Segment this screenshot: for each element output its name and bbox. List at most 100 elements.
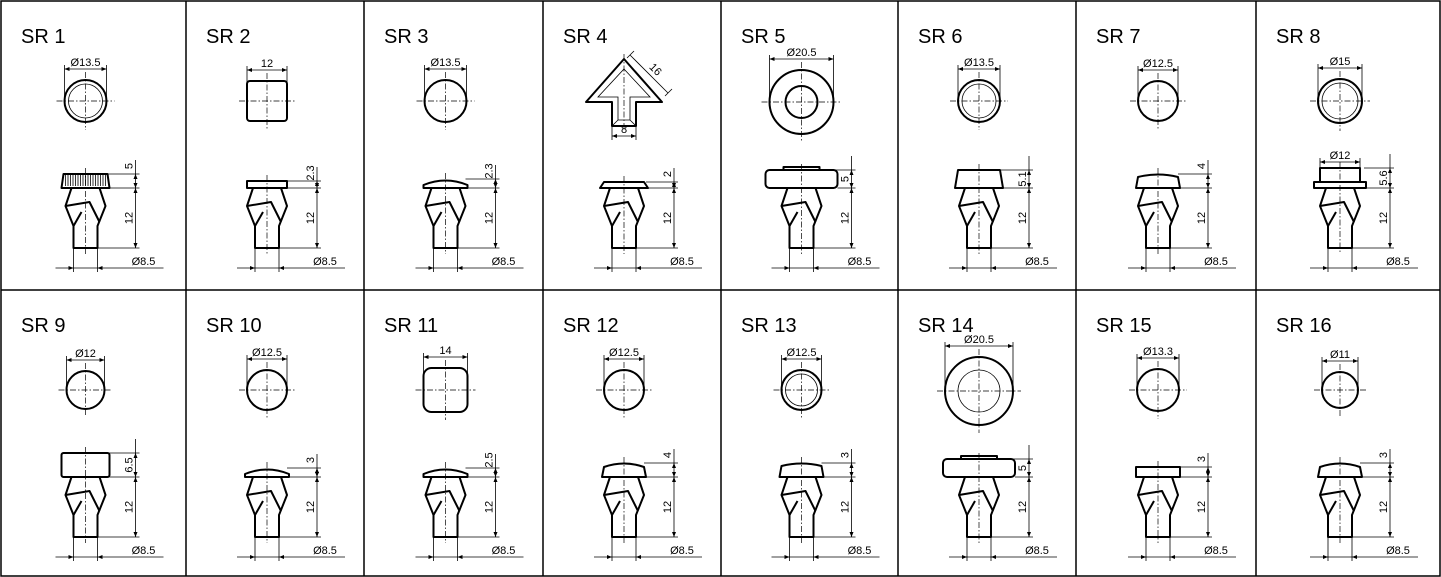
stem-facet-line <box>966 211 976 227</box>
arrowhead <box>1206 472 1210 477</box>
top-dimension-label: Ø12.5 <box>787 347 817 359</box>
top-dimension-label: Ø13.3 <box>1143 346 1173 358</box>
part-label: SR 16 <box>1276 315 1332 337</box>
cap-height-label: 4 <box>1196 163 1208 169</box>
arrowhead <box>604 357 609 361</box>
stem-diameter-label: Ø8.5 <box>1025 545 1049 557</box>
arrowhead <box>962 555 967 559</box>
arrowhead <box>1141 266 1146 270</box>
stem-diameter-label: Ø8.5 <box>848 256 872 268</box>
arrowhead <box>250 266 255 270</box>
arrowhead <box>493 183 498 188</box>
arrowhead <box>672 183 676 188</box>
part-label: SR 1 <box>21 26 65 48</box>
top-dimension-label: Ø20.5 <box>787 47 817 59</box>
stem-facet-line <box>1145 500 1155 516</box>
stem-facet-line <box>1137 201 1173 223</box>
arrowhead <box>1352 266 1357 270</box>
stem-facet-line <box>246 201 282 223</box>
arrowhead <box>945 344 950 348</box>
stem-facet-line <box>1327 500 1337 516</box>
stem-diameter-label: Ø8.5 <box>1204 256 1228 268</box>
stem-facet-line <box>72 211 83 227</box>
arrowhead <box>1206 183 1210 188</box>
cap-outline <box>422 468 469 478</box>
arrowhead <box>1027 477 1031 482</box>
arrowhead <box>424 67 430 71</box>
cap-height-label: 4 <box>662 452 674 458</box>
arrowhead <box>636 555 641 559</box>
arrowhead <box>991 555 996 559</box>
arrowhead <box>247 68 252 72</box>
arrowhead <box>1388 243 1392 248</box>
part-label: SR 10 <box>206 315 262 337</box>
stem-facet-line <box>788 500 799 516</box>
top-dimension-label: Ø12 <box>75 348 96 360</box>
part-label: SR 3 <box>384 26 428 48</box>
top-dimension-label: Ø11 <box>1330 349 1350 361</box>
arrowhead <box>133 243 138 248</box>
part-label: SR 4 <box>563 26 607 48</box>
cap-height-label: 3 <box>840 452 852 458</box>
stem-diameter-label: Ø8.5 <box>132 545 156 557</box>
top-dimension-label: Ø12.5 <box>609 347 639 359</box>
arrowhead <box>428 266 434 270</box>
arrowhead <box>1320 160 1325 164</box>
stem-diameter-label: Ø8.5 <box>1025 256 1049 268</box>
arrowhead <box>1141 555 1146 559</box>
cap-height-label: 3 <box>1378 452 1390 458</box>
stem-facet-line <box>958 490 994 512</box>
part-label: SR 5 <box>741 26 785 48</box>
arrowhead <box>1323 555 1328 559</box>
cap-height-label: 5 <box>1017 465 1029 471</box>
arrowhead <box>1318 66 1323 70</box>
part-label: SR 13 <box>741 315 797 337</box>
arrowhead <box>1027 243 1031 248</box>
top-dimension-label: 12 <box>261 58 273 70</box>
arrowhead <box>1206 477 1210 482</box>
stem-height-label: 12 <box>662 212 674 224</box>
arrowhead <box>1027 472 1031 477</box>
arrowhead <box>64 67 70 71</box>
arrowhead <box>991 266 996 270</box>
arrowhead <box>849 243 854 248</box>
top-dimension-label: Ø13.5 <box>71 57 101 69</box>
arrowhead <box>1008 344 1013 348</box>
cap-width-label: Ø12 <box>1330 150 1351 162</box>
arrowhead <box>1173 68 1178 72</box>
stem-facet-line <box>966 500 976 516</box>
arrowhead <box>68 555 74 559</box>
stem-height-label: 12 <box>1196 501 1208 513</box>
arrowhead <box>493 179 498 184</box>
arrowhead <box>636 266 641 270</box>
arrowhead <box>607 555 612 559</box>
arrowhead <box>1206 188 1210 193</box>
stem-facet-line <box>1319 201 1355 223</box>
stem-diameter-label: Ø8.5 <box>492 256 516 268</box>
stem-facet-line <box>611 500 621 516</box>
arrowhead <box>133 188 138 193</box>
arrowhead <box>849 477 854 482</box>
top-dimension-label: Ø15 <box>1330 56 1351 68</box>
cap-height-label: 6.5 <box>124 457 136 472</box>
arrowhead <box>995 67 1000 71</box>
arrowhead <box>1388 188 1392 193</box>
